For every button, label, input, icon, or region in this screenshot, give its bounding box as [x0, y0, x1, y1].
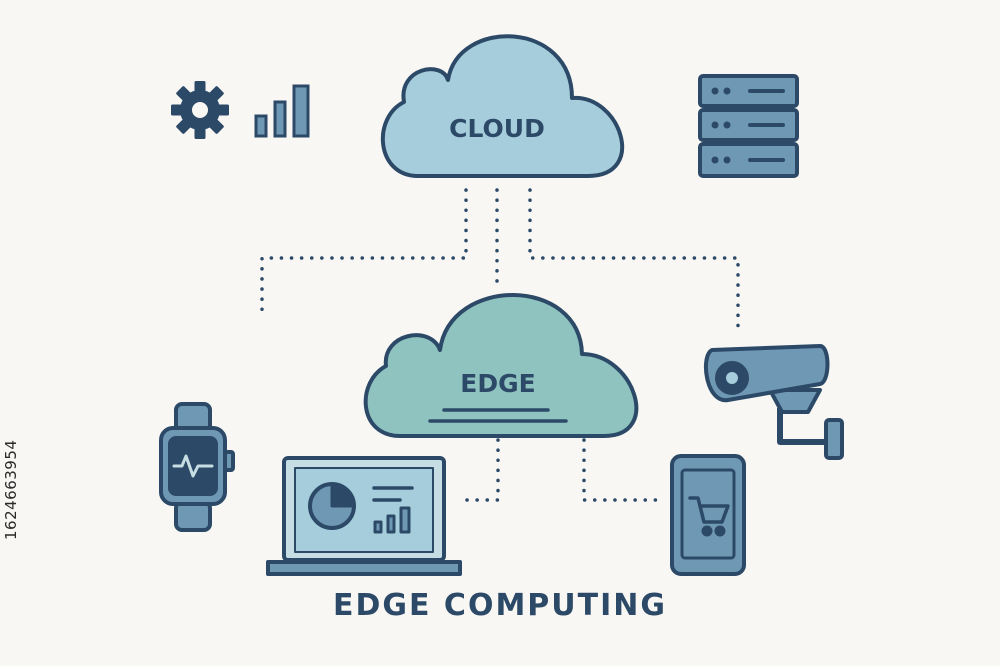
laptop-icon [266, 456, 462, 576]
smartphone-cart-icon [670, 454, 746, 576]
gear-icon [171, 81, 229, 139]
diagram-title: EDGE COMPUTING [332, 588, 668, 623]
cloud-shape [380, 34, 625, 178]
connector-lines [260, 188, 740, 502]
smartwatch-icon [159, 402, 235, 532]
edge-shape [363, 293, 639, 438]
server-rack-icon [698, 74, 799, 178]
mini-bar-chart-icon [373, 506, 411, 534]
shopping-cart-icon [688, 496, 730, 524]
edge-node: EDGE [363, 293, 639, 438]
connector-edge-to-phone [582, 438, 664, 502]
cloud-node: CLOUD [380, 34, 625, 178]
security-camera-icon [704, 344, 844, 460]
stock-id-watermark: 1624663954 [2, 439, 20, 540]
edge-label: EDGE [460, 369, 535, 398]
signal-bars-icon [254, 84, 310, 138]
cloud-label: CLOUD [449, 114, 545, 143]
pie-chart-icon [308, 482, 356, 530]
connector-edge-to-laptop [458, 438, 500, 502]
connector-cloud-to-left [260, 188, 468, 320]
connector-cloud-to-camera [528, 188, 740, 332]
